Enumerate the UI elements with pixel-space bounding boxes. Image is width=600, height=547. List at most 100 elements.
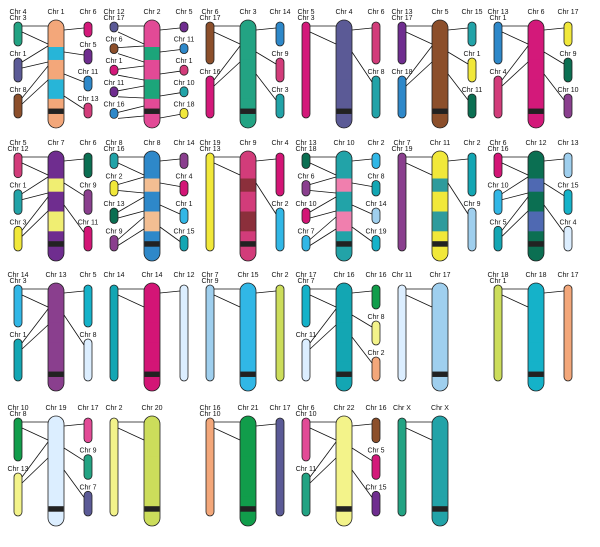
- synteny-link: [21, 65, 49, 99]
- synteny-link: [21, 427, 49, 441]
- right-partner-chromosome: [83, 225, 93, 252]
- synteny-link: [21, 79, 49, 105]
- right-partner-label: Chr 1: [175, 58, 192, 65]
- panel-right-label: Chr 13: [557, 140, 578, 147]
- panel-center-label: Chr 2: [143, 9, 160, 16]
- panel-left-label: Chr 6: [201, 9, 218, 16]
- synteny-link: [117, 176, 145, 185]
- synteny-link: [159, 49, 181, 53]
- synteny-link: [159, 226, 181, 242]
- panel-left-label: Chr 8: [105, 140, 122, 147]
- synteny-link: [405, 45, 433, 81]
- panel-right-label: Chr 17: [557, 9, 578, 16]
- synteny-link: [159, 70, 181, 75]
- panel-left-label: Chr 12: [103, 9, 124, 16]
- right-partner-label: Chr 9: [79, 448, 96, 455]
- panel-left-label: Chr 6: [489, 140, 506, 147]
- synteny-link: [351, 158, 373, 162]
- synteny-link: [351, 314, 373, 328]
- center-chromosome: [335, 415, 353, 527]
- panel-right-label: Chr 16: [365, 272, 386, 279]
- panel-center-label: Chr 17: [429, 272, 450, 279]
- right-partner-chromosome: [83, 21, 93, 38]
- synteny-link: [351, 51, 373, 83]
- panel-center-label: Chr 21: [237, 405, 258, 412]
- synteny-link: [117, 65, 145, 70]
- synteny-link: [309, 216, 337, 240]
- left-partner-chromosome: [109, 235, 119, 252]
- synteny-link: [309, 441, 337, 478]
- left-partner-label: Chr 1: [9, 332, 26, 339]
- right-partner-chromosome: [83, 338, 93, 382]
- center-chromosome: [335, 282, 353, 392]
- right-partner-chromosome: [563, 93, 573, 119]
- left-partner-label: Chr 3: [9, 15, 26, 22]
- right-partner-chromosome: [179, 64, 189, 76]
- right-partner-chromosome: [371, 417, 381, 444]
- synteny-link: [501, 31, 529, 45]
- panel-left-label: Chr 13: [487, 9, 508, 16]
- panel-center-label: Chr 20: [141, 405, 162, 412]
- synteny-link: [255, 423, 277, 427]
- left-partner-label: Chr 10: [295, 411, 316, 418]
- right-partner-label: Chr 9: [271, 51, 288, 58]
- left-partner-chromosome: [205, 417, 215, 517]
- left-partner-label: Chr 16: [199, 69, 220, 76]
- synteny-link: [159, 204, 181, 215]
- left-partner-label: Chr 11: [296, 466, 317, 473]
- right-partner-label: Chr 8: [367, 69, 384, 76]
- panel-center-label: Chr 11: [430, 140, 451, 147]
- center-chromosome: [527, 282, 545, 392]
- synteny-link: [405, 31, 433, 45]
- left-partner-chromosome: [301, 21, 311, 119]
- synteny-link: [213, 45, 241, 81]
- left-partner-chromosome: [301, 338, 311, 382]
- synteny-link: [255, 182, 277, 215]
- right-partner-label: Chr 9: [79, 183, 96, 190]
- synteny-link: [159, 290, 181, 294]
- right-partner-label: Chr 11: [78, 219, 99, 226]
- left-partner-chromosome: [493, 152, 503, 179]
- center-chromosome: [527, 19, 545, 129]
- panel-left-label: Chr 13: [295, 140, 316, 147]
- panel-center-label: Chr 16: [333, 272, 354, 279]
- left-partner-chromosome: [397, 152, 407, 252]
- synteny-link: [117, 115, 145, 119]
- synteny-link: [447, 182, 469, 215]
- right-partner-chromosome: [467, 152, 477, 197]
- left-partner-chromosome: [13, 284, 23, 328]
- center-chromosome: [239, 282, 257, 392]
- panel-left-label: Chr 7: [201, 272, 218, 279]
- left-partner-chromosome: [109, 152, 119, 169]
- right-partner-chromosome: [275, 21, 285, 47]
- right-partner-chromosome: [371, 235, 381, 252]
- synteny-link: [63, 423, 85, 427]
- synteny-link: [213, 162, 241, 176]
- right-partner-label: Chr 11: [78, 69, 99, 76]
- left-partner-label: Chr 18: [295, 146, 316, 153]
- synteny-link: [309, 210, 337, 219]
- synteny-link: [63, 469, 85, 498]
- right-partner-label: Chr 10: [557, 87, 578, 94]
- left-partner-chromosome: [109, 21, 119, 33]
- left-partner-label: Chr 3: [9, 219, 26, 226]
- synteny-link: [21, 294, 49, 308]
- left-partner-chromosome: [109, 284, 119, 382]
- right-partner-chromosome: [371, 207, 381, 224]
- right-partner-label: Chr 4: [175, 174, 192, 181]
- panel-center-label: Chr 13: [45, 272, 66, 279]
- panel-center-label: Chr 22: [333, 405, 354, 412]
- synteny-link: [405, 162, 433, 176]
- right-partner-label: Chr 18: [173, 101, 194, 108]
- right-partner-chromosome: [371, 284, 381, 310]
- right-partner-chromosome: [371, 454, 381, 480]
- synteny-link: [501, 294, 529, 308]
- left-partner-label: Chr 19: [391, 146, 412, 153]
- synteny-link: [63, 95, 85, 110]
- synteny-link: [213, 427, 241, 441]
- left-partner-label: Chr 16: [487, 146, 508, 153]
- left-partner-chromosome: [493, 189, 503, 215]
- right-partner-label: Chr 8: [367, 174, 384, 181]
- right-partner-chromosome: [83, 189, 93, 215]
